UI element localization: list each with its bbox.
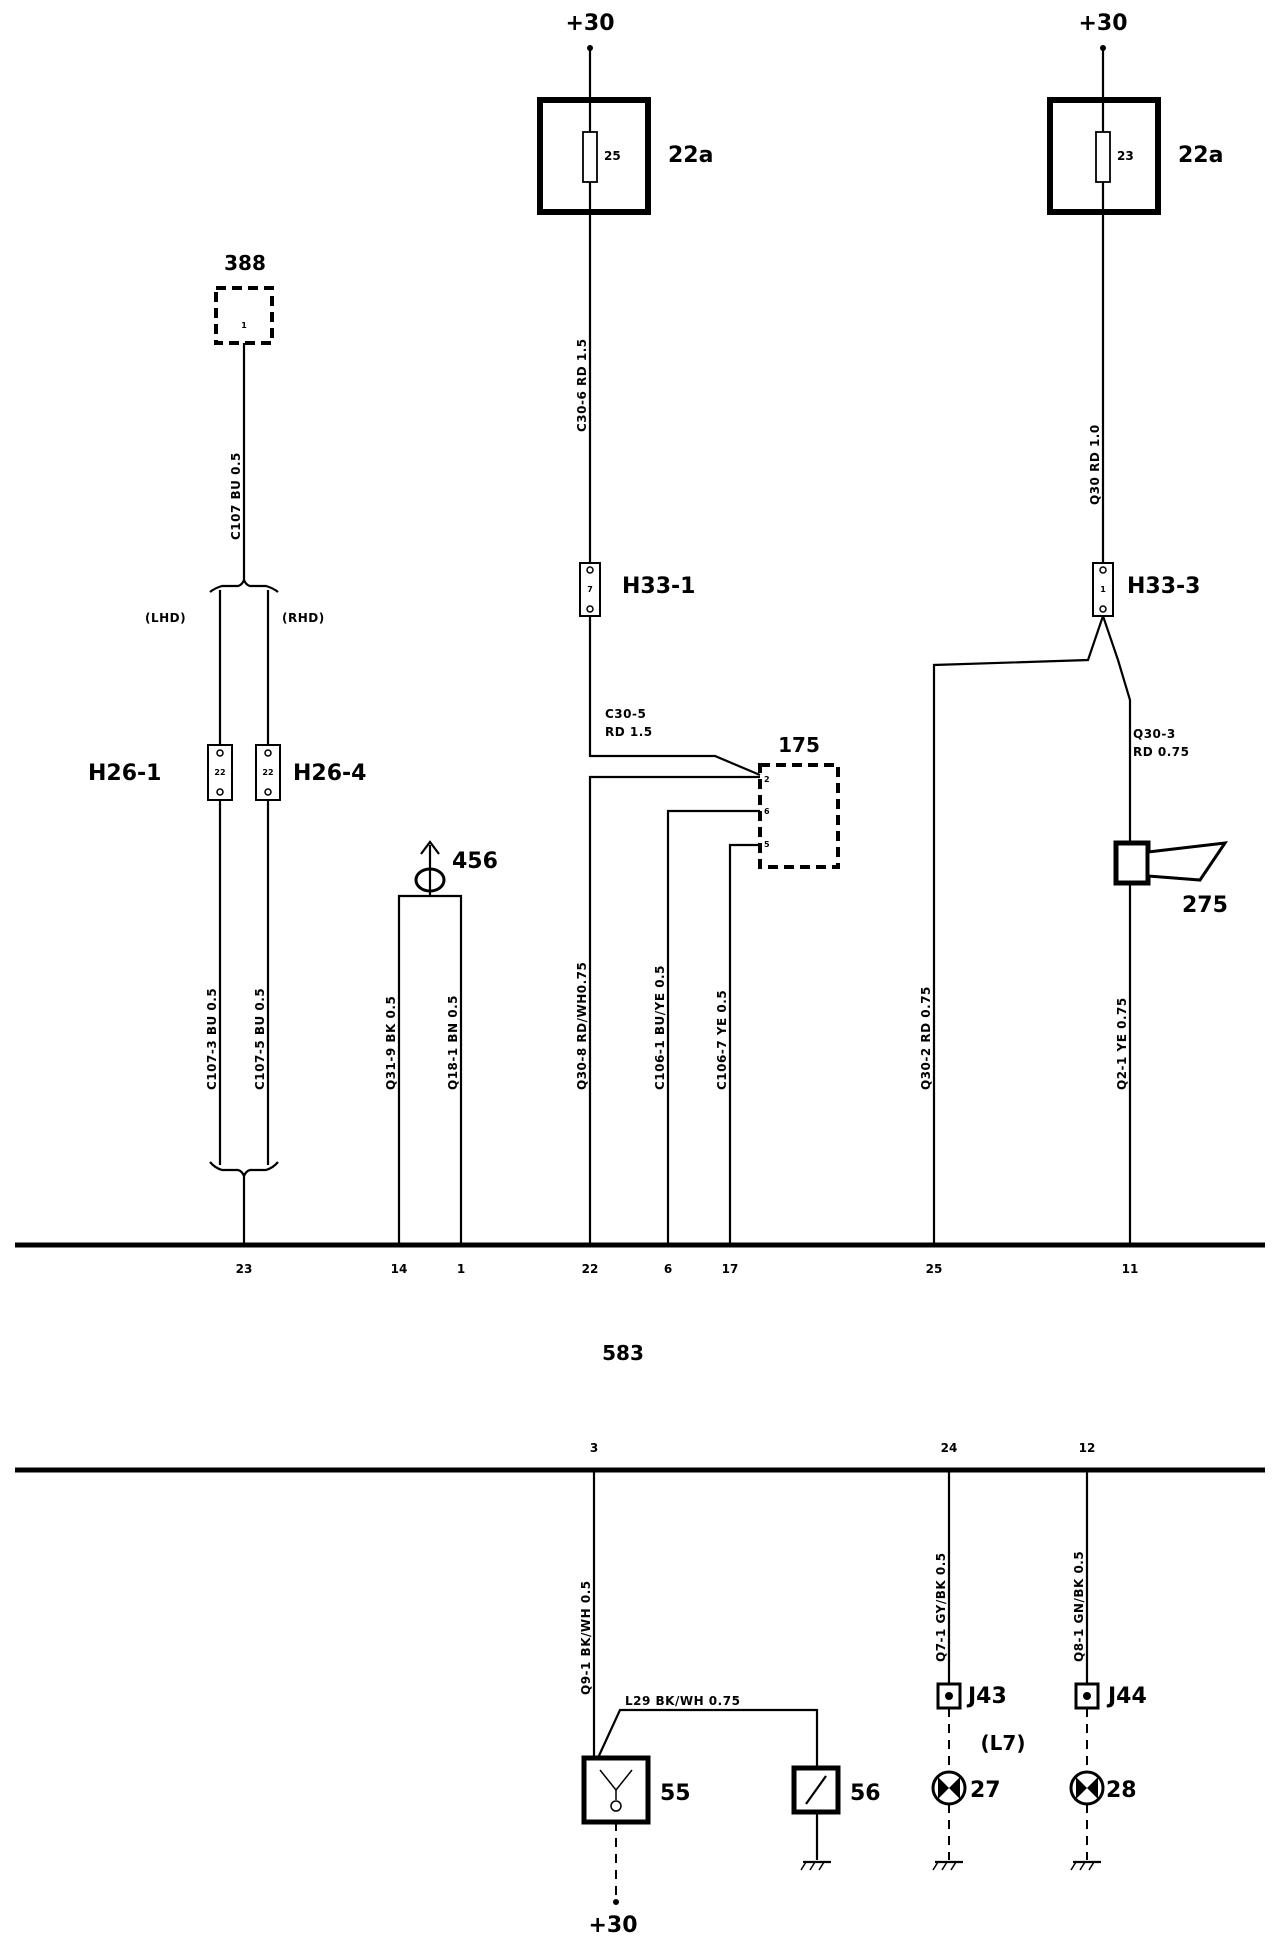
connector-label: 175: [778, 733, 820, 757]
svg-text:6: 6: [764, 807, 770, 816]
fuse-box-right: 23 22a: [1047, 97, 1223, 215]
component-label: 275: [1182, 893, 1228, 918]
module-label: 583: [602, 1341, 644, 1365]
wire-label: C107-3 BU 0.5: [205, 988, 219, 1090]
svg-text:23: 23: [236, 1262, 253, 1276]
wire-label: C107 BU 0.5: [229, 452, 243, 540]
component-label: 56: [850, 1781, 881, 1806]
connector-label: H26-4: [293, 761, 366, 786]
wire-label: RD 1.5: [605, 725, 653, 739]
connector-h26-1: 22 H26-1: [88, 744, 233, 801]
connector-label: J43: [966, 1684, 1007, 1709]
svg-text:7: 7: [587, 585, 593, 594]
connector-label: H33-1: [622, 574, 695, 599]
connector-h33-3: 1 H33-3: [1092, 562, 1200, 617]
component-56: 56: [791, 1765, 881, 1871]
component-55: 55: [581, 1755, 691, 1825]
component-label: 28: [1106, 1778, 1137, 1803]
fuse-box-label: 22a: [668, 143, 713, 168]
svg-text:22: 22: [262, 768, 273, 777]
wire-label: Q9-1 BK/WH 0.5: [579, 1580, 593, 1695]
connector-456: 456: [397, 840, 498, 1243]
wire-label: C106-7 YE 0.5: [715, 990, 729, 1090]
supply-plus30-left: +30: [565, 11, 615, 100]
wire-label: Q2-1 YE 0.75: [1115, 997, 1129, 1090]
svg-text:17: 17: [722, 1262, 739, 1276]
wire-label: Q30-3: [1133, 727, 1176, 741]
wire-label: Q30-2 RD 0.75: [919, 986, 933, 1090]
wire-label: Q31-9 BK 0.5: [384, 996, 398, 1090]
wire-label: C30-5: [605, 707, 646, 721]
connector-j44: J44: [1074, 1682, 1147, 1710]
variant-label: (LHD): [145, 611, 186, 625]
svg-text:14: 14: [391, 1262, 408, 1276]
component-275: 275: [1113, 840, 1229, 918]
wire-label: C106-1 BU/YE 0.5: [653, 965, 667, 1090]
fuse-box-label: 22a: [1178, 143, 1223, 168]
wire-label: Q18-1 BN 0.5: [446, 995, 460, 1090]
svg-text:12: 12: [1079, 1441, 1096, 1455]
wire-label: Q7-1 GY/BK 0.5: [934, 1552, 948, 1662]
supply-label: +30: [565, 11, 614, 36]
connector-label: 456: [452, 849, 498, 874]
connector-j43: J43: [936, 1682, 1007, 1710]
wire-label: C30-6 RD 1.5: [575, 338, 589, 432]
component-label: 27: [970, 1778, 1001, 1803]
connector-label: H33-3: [1127, 574, 1200, 599]
bus-bottom-pins: 3 24 12: [590, 1441, 1096, 1455]
svg-text:1: 1: [1100, 585, 1106, 594]
connector-label: 388: [224, 251, 266, 275]
connector-label: J44: [1106, 1684, 1147, 1709]
connector-388: 388 1: [214, 251, 274, 345]
svg-text:22: 22: [214, 768, 225, 777]
svg-text:25: 25: [926, 1262, 943, 1276]
fuse-number: 25: [604, 149, 621, 163]
lamp-27: 27: [931, 1770, 1001, 1806]
connector-175: 175 2 6 5: [758, 733, 840, 869]
variant-label: (RHD): [282, 611, 325, 625]
fuse-number: 23: [1117, 149, 1134, 163]
svg-text:5: 5: [764, 840, 770, 849]
supply-label: +30: [1078, 11, 1127, 36]
svg-text:22: 22: [582, 1262, 599, 1276]
svg-text:6: 6: [664, 1262, 672, 1276]
wire-label: RD 0.75: [1133, 745, 1190, 759]
bus-top-pins: 23 14 1 22 6 17 25 11: [236, 1262, 1139, 1276]
svg-text:24: 24: [941, 1441, 958, 1455]
wire-label: C107-5 BU 0.5: [253, 988, 267, 1090]
fuse-box-left: 25 22a: [537, 97, 713, 215]
svg-text:1: 1: [241, 321, 247, 330]
wire-label: Q8-1 GN/BK 0.5: [1072, 1551, 1086, 1662]
wire-label: Q30-8 RD/WH0.75: [575, 962, 589, 1090]
supply-plus30-right: +30: [1078, 11, 1128, 100]
wire-label: L29 BK/WH 0.75: [625, 1694, 740, 1708]
svg-text:2: 2: [764, 775, 770, 784]
connector-h26-4: 22 H26-4: [255, 744, 366, 801]
component-label: 55: [660, 1781, 691, 1806]
svg-text:11: 11: [1122, 1262, 1139, 1276]
supply-label: +30: [588, 1913, 637, 1938]
variant-label: (L7): [981, 1731, 1026, 1755]
wire-label: Q30 RD 1.0: [1088, 424, 1102, 505]
connector-label: H26-1: [88, 761, 161, 786]
svg-text:3: 3: [590, 1441, 598, 1455]
svg-text:1: 1: [457, 1262, 465, 1276]
connector-h33-1: 7 H33-1: [579, 562, 695, 617]
lamp-28: 28: [1069, 1770, 1137, 1806]
